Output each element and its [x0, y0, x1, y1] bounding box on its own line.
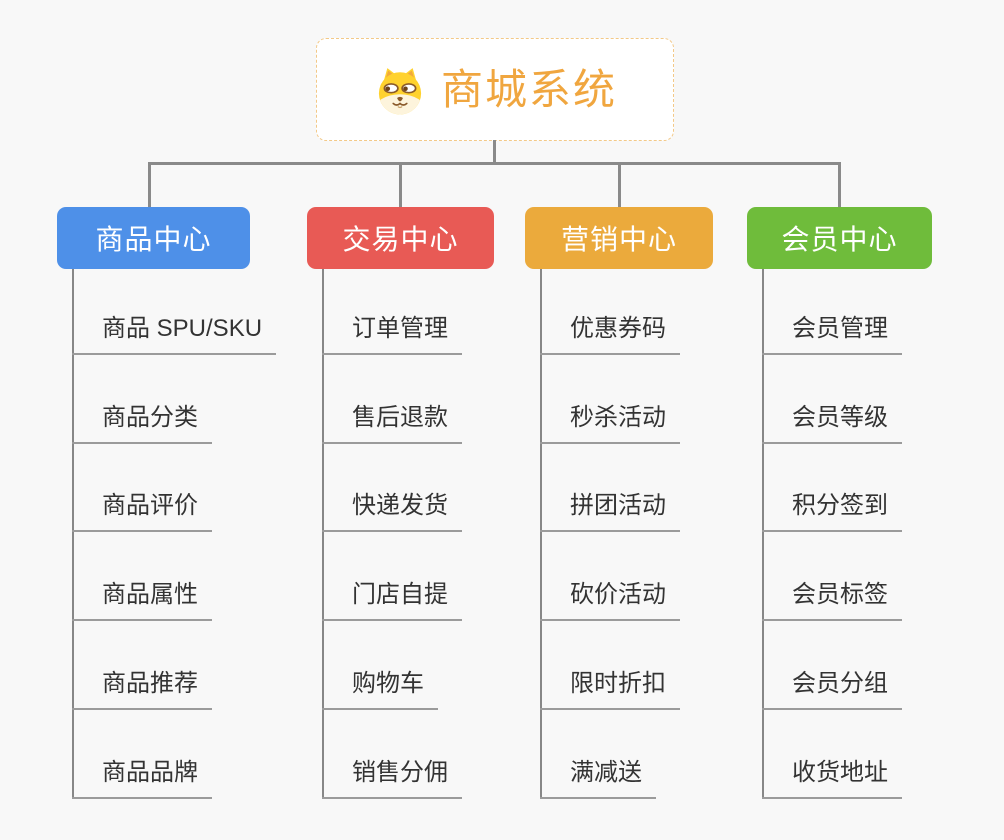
- branch-node-products[interactable]: 商品中心: [57, 207, 250, 269]
- branch-node-marketing[interactable]: 营销中心: [525, 207, 713, 269]
- branch-line-members: [762, 269, 764, 799]
- leaf-node[interactable]: 会员等级: [762, 398, 902, 444]
- connector-stub-members: [838, 162, 841, 208]
- leaf-node[interactable]: 订单管理: [322, 309, 462, 355]
- leaf-node[interactable]: 会员标签: [762, 575, 902, 621]
- leaf-node[interactable]: 优惠券码: [540, 309, 680, 355]
- connector-stub-trade: [399, 162, 402, 208]
- leaf-node[interactable]: 积分签到: [762, 486, 902, 532]
- branch-column-trade: 交易中心 订单管理 售后退款 快递发货 门店自提 购物车 销售分佣: [307, 207, 567, 840]
- branch-line-trade: [322, 269, 324, 799]
- root-title: 商城系统: [440, 65, 617, 113]
- leaf-node[interactable]: 购物车: [322, 664, 438, 710]
- connector-stub-marketing: [618, 162, 621, 208]
- leaf-node[interactable]: 秒杀活动: [540, 398, 680, 444]
- leaf-node[interactable]: 销售分佣: [322, 753, 462, 799]
- leaf-node[interactable]: 售后退款: [322, 398, 462, 444]
- branch-column-marketing: 营销中心 优惠券码 秒杀活动 拼团活动 砍价活动 限时折扣 满减送: [525, 207, 785, 840]
- leaf-node[interactable]: 限时折扣: [540, 664, 680, 710]
- connector-horizontal-bar: [148, 162, 841, 165]
- connector-root-drop: [493, 140, 496, 165]
- leaf-node[interactable]: 拼团活动: [540, 486, 680, 532]
- connector-stub-products: [148, 162, 151, 208]
- branch-line-products: [72, 269, 74, 799]
- leaf-node[interactable]: 商品评价: [72, 486, 212, 532]
- leaf-node[interactable]: 商品 SPU/SKU: [72, 309, 277, 355]
- branch-node-members[interactable]: 会员中心: [747, 207, 932, 269]
- leaf-node[interactable]: 满减送: [540, 753, 656, 799]
- leaf-node[interactable]: 砍价活动: [540, 575, 680, 621]
- leaf-node[interactable]: 会员管理: [762, 309, 902, 355]
- leaf-node[interactable]: 快递发货: [322, 486, 462, 532]
- leaf-node[interactable]: 商品推荐: [72, 664, 212, 710]
- leaf-node[interactable]: 商品分类: [72, 398, 212, 444]
- dog-icon: [373, 63, 427, 117]
- leaf-node[interactable]: 收货地址: [762, 753, 902, 799]
- root-node[interactable]: 商城系统: [316, 38, 674, 141]
- leaf-node[interactable]: 商品品牌: [72, 753, 212, 799]
- leaf-node[interactable]: 商品属性: [72, 575, 212, 621]
- branch-node-trade[interactable]: 交易中心: [307, 207, 494, 269]
- branch-column-members: 会员中心 会员管理 会员等级 积分签到 会员标签 会员分组 收货地址: [747, 207, 1004, 840]
- branch-column-products: 商品中心 商品 SPU/SKU 商品分类 商品评价 商品属性 商品推荐 商品品牌: [57, 207, 317, 840]
- leaf-node[interactable]: 会员分组: [762, 664, 902, 710]
- leaf-node[interactable]: 门店自提: [322, 575, 462, 621]
- branch-line-marketing: [540, 269, 542, 799]
